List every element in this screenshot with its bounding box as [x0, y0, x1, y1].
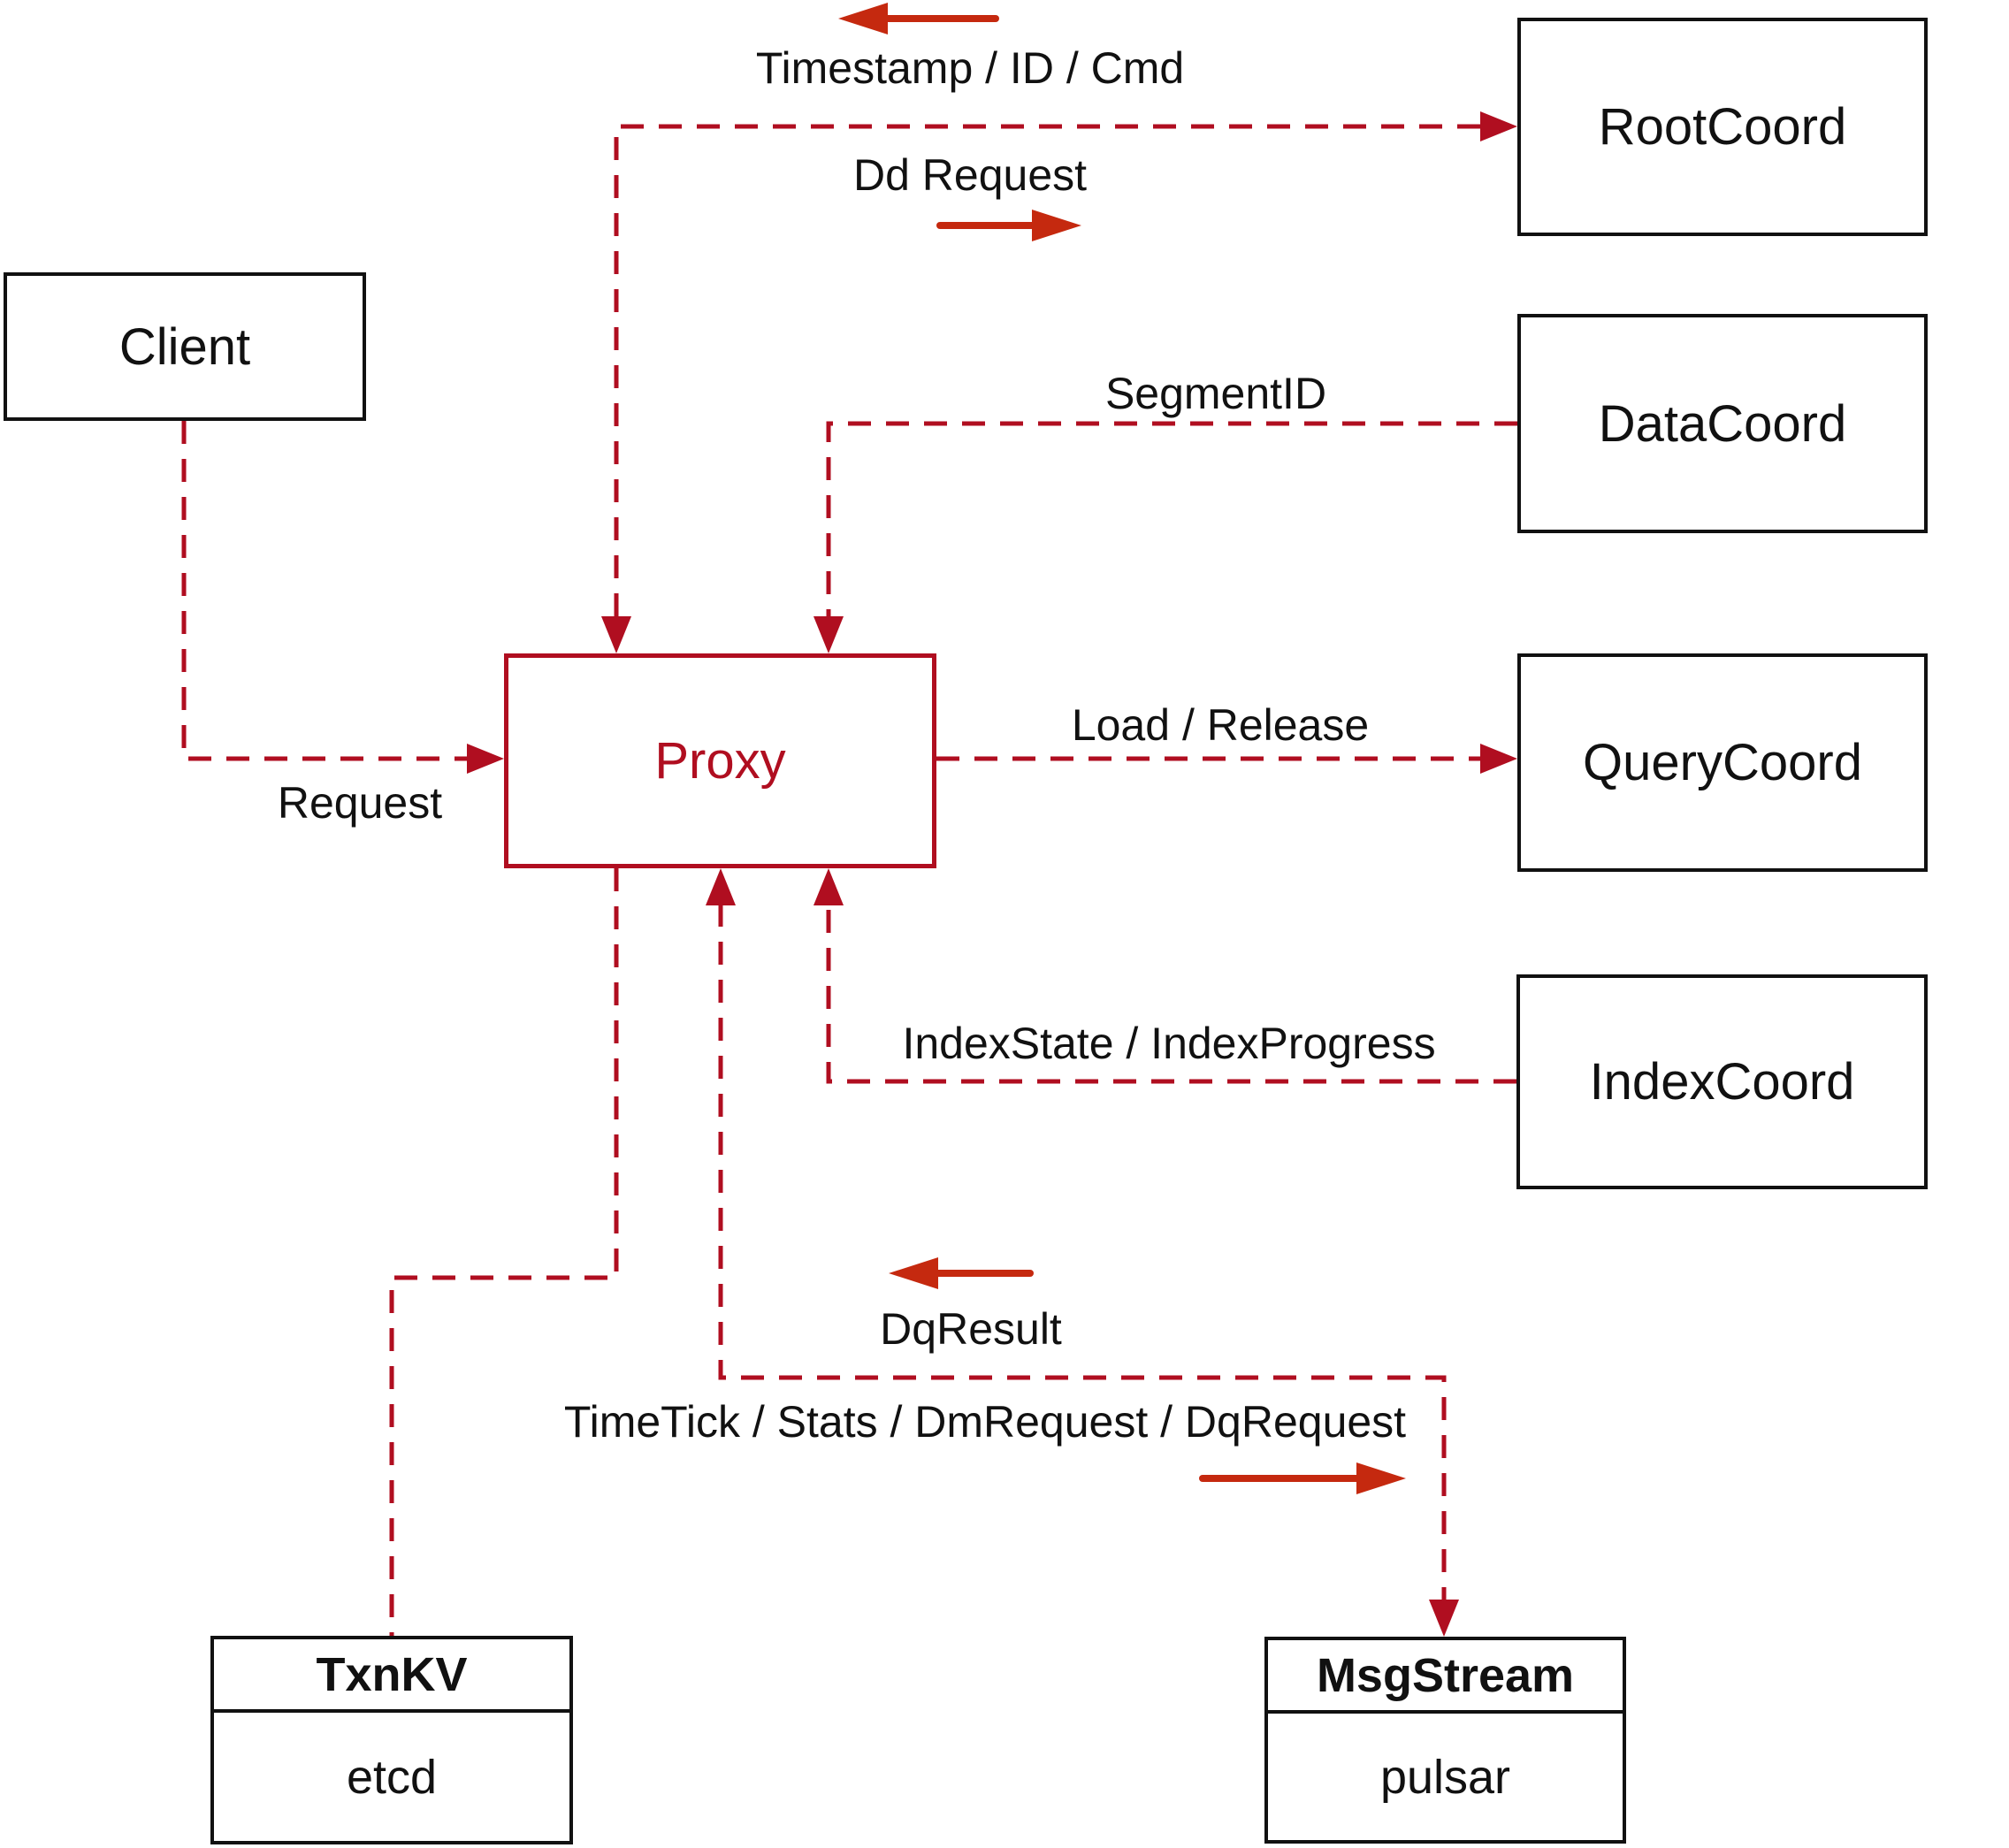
edge-datacoord-proxy [826, 421, 1517, 619]
edge-proxy-txnkv [389, 868, 619, 1636]
node-client-label: Client [118, 317, 251, 376]
arrowhead-into-proxy-left [467, 744, 504, 774]
node-datacoord: DataCoord [1517, 314, 1928, 533]
solid-arrow-right-top-head [1032, 210, 1081, 241]
node-querycoord-label: QueryCoord [1583, 734, 1862, 791]
edge-label-dd-request: Dd Request [852, 150, 1088, 200]
solid-arrow-left-bottom-head [889, 1257, 938, 1289]
node-indexcoord: IndexCoord [1516, 974, 1928, 1189]
arrowhead-into-proxy-bottom-right [814, 868, 844, 905]
node-msgstream-subtitle: pulsar [1379, 1750, 1511, 1804]
node-indexcoord-label: IndexCoord [1589, 1053, 1855, 1111]
arrowhead-into-proxy-bottom-mid [706, 868, 736, 905]
arrowhead-into-proxy-top-left [601, 616, 631, 653]
node-msgstream-title: MsgStream [1268, 1640, 1623, 1714]
node-rootcoord: RootCoord [1517, 18, 1928, 236]
edge-label-timestamp-id-cmd: Timestamp / ID / Cmd [755, 43, 1185, 93]
edge-label-dqresult: DqResult [880, 1304, 1062, 1354]
node-client: Client [4, 272, 366, 421]
edge-indexcoord-proxy [826, 904, 1516, 1084]
node-txnkv: TxnKV etcd [210, 1636, 573, 1844]
node-proxy: Proxy [504, 653, 936, 868]
arrowhead-into-msgstream [1429, 1600, 1459, 1637]
node-rootcoord-label: RootCoord [1598, 98, 1847, 156]
edge-label-indexstate-indexprogress: IndexState / IndexProgress [902, 1019, 1436, 1068]
edge-proxy-rootcoord [614, 124, 1480, 619]
node-querycoord: QueryCoord [1517, 653, 1928, 872]
node-txnkv-subtitle: etcd [346, 1750, 438, 1804]
arrowhead-into-rootcoord [1480, 111, 1517, 141]
node-datacoord-label: DataCoord [1598, 394, 1847, 453]
node-txnkv-title: TxnKV [214, 1639, 569, 1713]
solid-arrow-right-bottom-head [1356, 1462, 1406, 1494]
edge-label-request: Request [277, 778, 443, 828]
arrowhead-into-querycoord [1480, 744, 1517, 774]
edge-label-segmentid: SegmentID [1104, 369, 1327, 418]
node-proxy-label: Proxy [654, 732, 786, 790]
edge-label-timetick-stats: TimeTick / Stats / DmRequest / DqRequest [563, 1397, 1407, 1447]
edge-client-proxy [181, 421, 469, 761]
solid-arrow-left-top-head [838, 3, 888, 34]
edge-proxy-msgstream [718, 904, 1447, 1602]
edge-label-load-release: Load / Release [1071, 700, 1370, 750]
arrowhead-into-proxy-top-right [814, 616, 844, 653]
node-msgstream: MsgStream pulsar [1264, 1637, 1626, 1844]
